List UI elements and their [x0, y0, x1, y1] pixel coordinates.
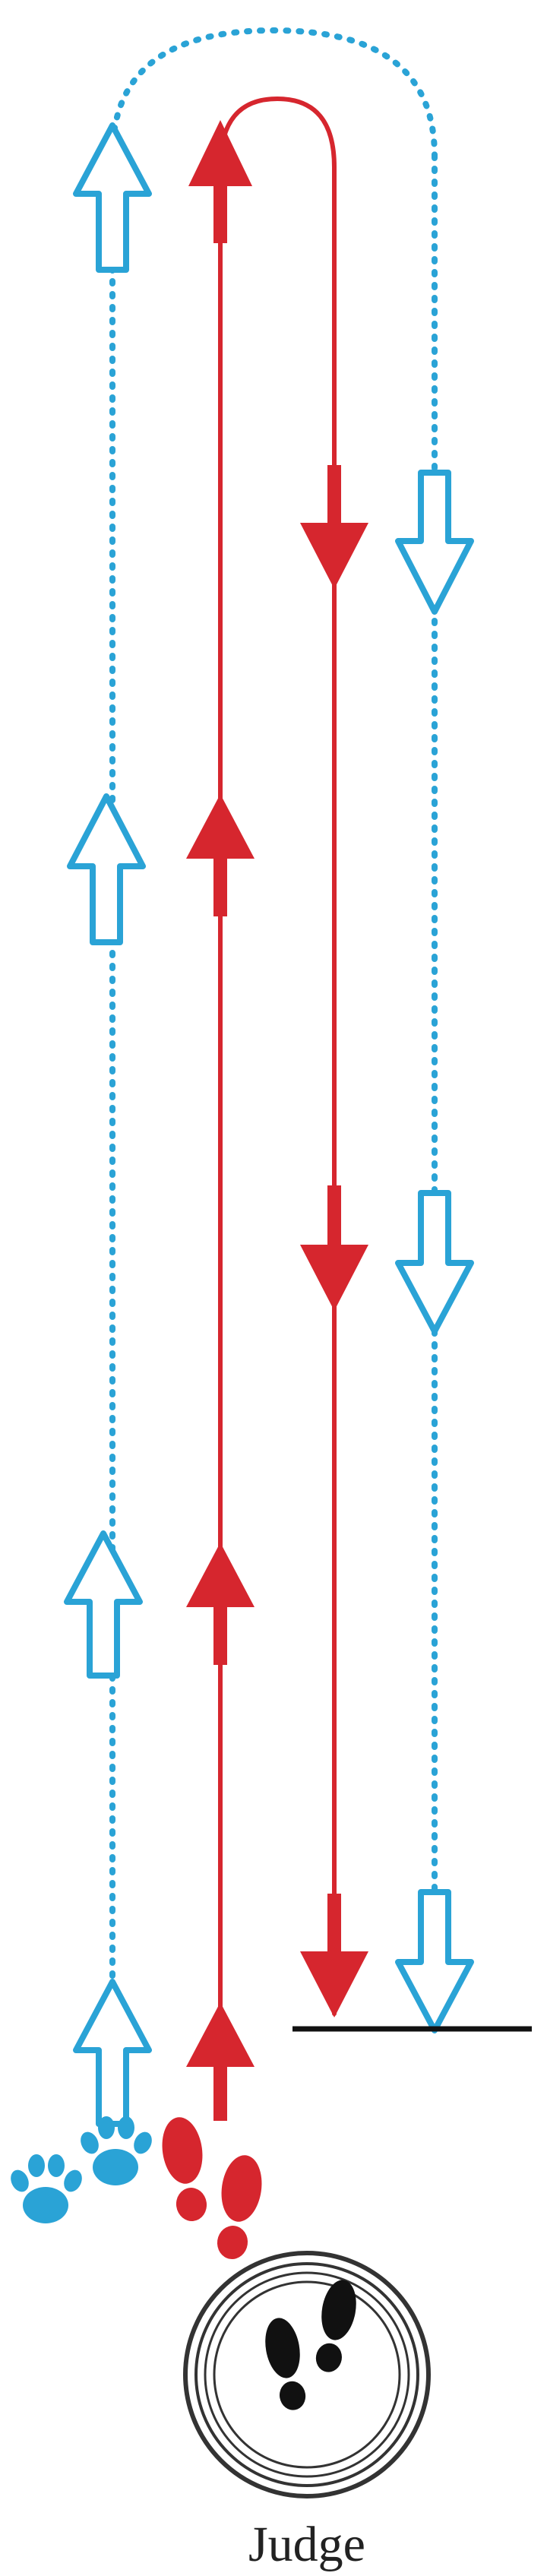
dog-path-arrow-icon	[73, 1979, 152, 2127]
handler-path-arrow-icon	[186, 1543, 255, 1665]
judge-emblem	[183, 2251, 431, 2498]
paw-print-icon	[11, 2154, 82, 2223]
dog-path-arrow-icon	[395, 1889, 474, 2033]
handler-path-arrow-icon	[186, 794, 255, 916]
dog-path-top-arc	[109, 27, 438, 159]
footprints-icon	[265, 2280, 356, 2410]
judge-label: Judge	[248, 2517, 365, 2572]
dog-path-arrow-icon	[64, 1530, 143, 1679]
paw-print-icon	[81, 2116, 152, 2185]
dog-path-arrow-icon	[395, 1190, 474, 1334]
handler-path-arrow-icon	[188, 120, 252, 243]
handler-path-arrow-icon	[186, 2002, 255, 2121]
footprints-icon	[162, 2117, 262, 2259]
handler-path-arrow-icon	[300, 1894, 368, 2017]
handler-path-arrow-icon	[300, 465, 368, 589]
dog-path	[64, 27, 474, 2127]
dog-path-arrow-icon	[67, 793, 146, 945]
handler-path-line	[218, 96, 337, 2024]
handler-path-arrow-icon	[300, 1185, 368, 1311]
handler-path	[186, 96, 368, 2121]
dog-path-arrow-icon	[395, 470, 474, 615]
dog-path-arrow-icon	[73, 122, 152, 273]
